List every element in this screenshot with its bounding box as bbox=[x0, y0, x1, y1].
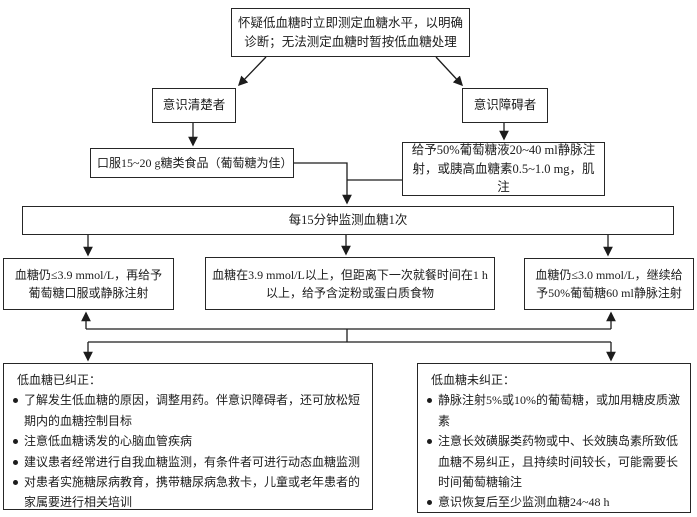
above-threshold-box: 血糖在3.9 mmol/L以上，但距离下一次就餐时间在1 h以上，给予含淀粉或蛋… bbox=[205, 257, 495, 310]
still-low-box: 血糖仍≤3.9 mmol/L，再给予葡萄糖口服或静脉注射 bbox=[3, 258, 174, 310]
bullet-text: 建议患者经常进行自我血糖监测，有条件者可进行动态血糖监测 bbox=[24, 454, 361, 469]
oral-carb-box: 口服15~20 g糖类食品（葡萄糖为佳） bbox=[90, 148, 294, 178]
uncorrected-title: 低血糖未纠正： bbox=[431, 373, 516, 387]
bullet-dot bbox=[13, 459, 18, 465]
bullet-item: 了解发生低血糖的原因，调整用药。伴意识障碍者，还可放松短期内的血糖控制目标 bbox=[13, 390, 364, 431]
bullet-item: 对患者实施糖尿病教育，携带糖尿病急救卡，儿童或老年患者的家属要进行相关培训 bbox=[13, 472, 364, 513]
bullet-item: 意识恢复后至少监测血糖24~48 h bbox=[427, 492, 682, 512]
bullet-item: 注意长效磺脲类药物或中、长效胰岛素所致低血糖不易纠正，且持续时间较长，可能需要长… bbox=[427, 431, 682, 492]
still-severe-box: 血糖仍≤3.0 mmol/L，继续给予50%葡萄糖60 ml静脉注射 bbox=[524, 258, 694, 310]
bullet-dot bbox=[13, 398, 18, 404]
bullet-dot bbox=[13, 479, 18, 485]
monitor-glucose-box: 每15分钟监测血糖1次 bbox=[22, 206, 674, 235]
bullet-item: 静脉注射5%或10%的葡萄糖，或加用糖皮质激素 bbox=[427, 390, 682, 431]
bullet-text: 对患者实施糖尿病教育，携带糖尿病急救卡，儿童或老年患者的家属要进行相关培训 bbox=[24, 474, 361, 510]
corrected-box: 低血糖已纠正： 了解发生低血糖的原因，调整用药。伴意识障碍者，还可放松短期内的血… bbox=[3, 363, 373, 510]
bullet-text: 静脉注射5%或10%的葡萄糖，或加用糖皮质激素 bbox=[438, 393, 680, 428]
bullet-item: 注意低血糖诱发的心脑血管疾病 bbox=[13, 431, 364, 451]
suspect-measure-box: 怀疑低血糖时立即测定血糖水平，以明确诊断；无法测定血糖时暂按低血糖处理 bbox=[231, 8, 470, 57]
bullet-text: 意识恢复后至少监测血糖24~48 h bbox=[438, 495, 610, 510]
arrow-oral-to-monitor bbox=[294, 162, 352, 205]
bullet-dot bbox=[13, 439, 18, 445]
bullet-dot bbox=[427, 500, 432, 506]
bullet-text: 了解发生低血糖的原因，调整用药。伴意识障碍者，还可放松短期内的血糖控制目标 bbox=[24, 393, 361, 428]
corrected-title: 低血糖已纠正： bbox=[17, 373, 102, 387]
bullet-text: 注意长效磺脲类药物或中、长效胰岛素所致低血糖不易纠正，且持续时间较长，可能需要长… bbox=[438, 434, 679, 489]
impaired-consciousness-box: 意识障碍者 bbox=[462, 88, 548, 123]
bullet-dot bbox=[427, 439, 432, 445]
iv-glucose-box: 给予50%葡萄糖液20~40 ml静脉注射，或胰高血糖素0.5~1.0 mg，肌… bbox=[402, 142, 605, 196]
arrow-suspect-to-conscious bbox=[237, 56, 267, 87]
bullet-item: 建议患者经常进行自我血糖监测，有条件者可进行动态血糖监测 bbox=[13, 452, 364, 472]
bullet-text: 注意低血糖诱发的心脑血管疾病 bbox=[24, 434, 193, 449]
conscious-box: 意识清楚者 bbox=[152, 88, 236, 123]
bullet-dot bbox=[427, 398, 432, 404]
arrow-suspect-to-impaired bbox=[435, 56, 463, 87]
uncorrected-box: 低血糖未纠正： 静脉注射5%或10%的葡萄糖，或加用糖皮质激素 注意长效磺脲类药… bbox=[417, 363, 691, 513]
